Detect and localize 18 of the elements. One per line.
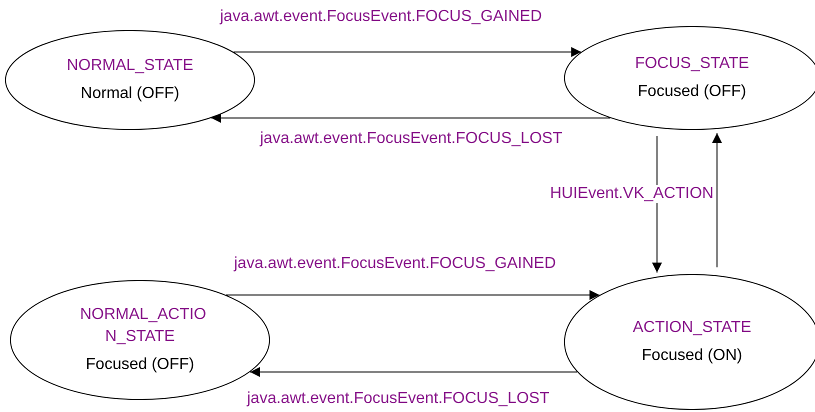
transition-arrow: [210, 113, 611, 123]
state-name: ACTION_STATE: [632, 319, 752, 336]
state-name: NORMAL_ACTIO N_STATE: [80, 306, 206, 345]
state-description: Focused (OFF): [638, 83, 746, 100]
edge-label: java.awt.event.FocusEvent.FOCUS_GAINED: [218, 8, 544, 26]
edge-label: java.awt.event.FocusEvent.FOCUS_LOST: [258, 130, 564, 148]
state-name: FOCUS_STATE: [634, 55, 750, 72]
state-description: Focused (OFF): [86, 356, 194, 373]
edge-label: java.awt.event.FocusEvent.FOCUS_GAINED: [232, 255, 558, 273]
state-description: Normal (OFF): [80, 85, 180, 102]
transition-arrow: [233, 47, 582, 57]
state-description: Focused (ON): [642, 347, 742, 364]
transition-arrow: [249, 367, 578, 377]
edge-label: java.awt.event.FocusEvent.FOCUS_LOST: [245, 390, 552, 408]
state-name: NORMAL_STATE: [66, 57, 194, 74]
state-ellipse: [5, 30, 255, 130]
transition-arrow: [225, 290, 600, 300]
transition-arrow: [712, 132, 722, 268]
